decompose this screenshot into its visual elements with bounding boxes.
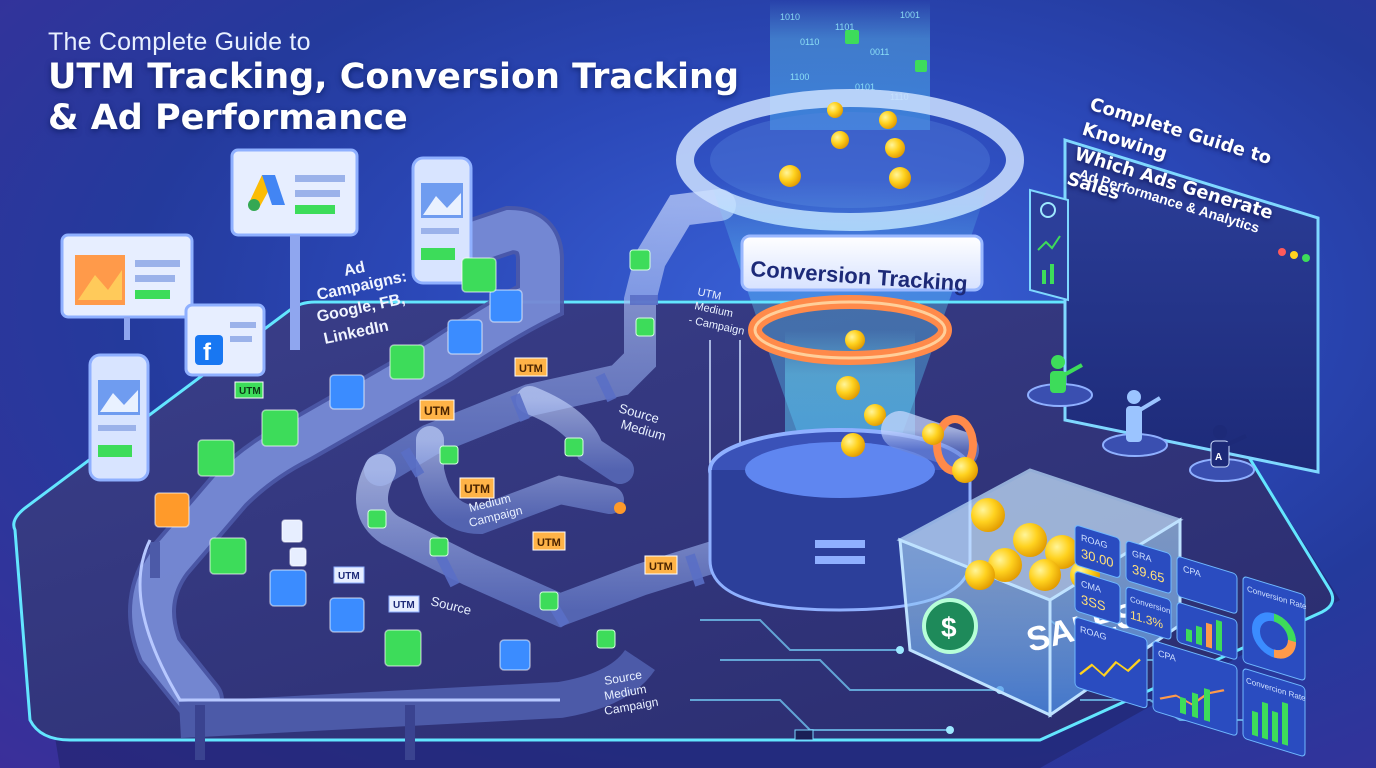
cube <box>197 439 235 477</box>
utm-tag: UTM <box>459 477 495 499</box>
utm-tags: UTM UTM UTM UTM UTM UTM <box>234 357 678 613</box>
ad-facebook-panel: f <box>184 303 266 377</box>
utm-tag: UTM <box>234 381 264 399</box>
svg-text:UTM: UTM <box>393 600 415 611</box>
cube <box>261 409 299 447</box>
cube <box>384 629 422 667</box>
analyst-figures: A <box>1027 355 1255 482</box>
dollar-icon <box>922 598 978 654</box>
mini-card <box>281 519 303 543</box>
utm-pipes <box>356 189 786 649</box>
campaigns-line1: Ad <box>342 259 366 280</box>
cube <box>209 537 247 575</box>
headline-pretitle: The Complete Guide to <box>48 28 311 56</box>
svg-text:UTM: UTM <box>649 561 673 573</box>
label-source: Source <box>603 668 643 688</box>
cube <box>489 289 523 323</box>
svg-text:1001: 1001 <box>900 10 920 20</box>
cube <box>389 344 425 380</box>
svg-text:UTM: UTM <box>537 537 561 549</box>
svg-text:f: f <box>203 339 212 366</box>
utm-tag: UTM <box>388 595 420 613</box>
headline: The Complete Guide to UTM Tracking, Conv… <box>48 28 739 139</box>
headline-title-line2: & Ad Performance <box>48 98 408 138</box>
svg-text:0101: 0101 <box>855 82 875 92</box>
svg-text:1010: 1010 <box>780 12 800 22</box>
utm-tag: UTM <box>514 357 548 377</box>
refresh-icon <box>1040 202 1056 218</box>
svg-text:A: A <box>1215 452 1222 463</box>
utm-tag: UTM <box>419 399 455 421</box>
trend-icon <box>1037 235 1061 251</box>
label-utm: UTM <box>696 286 722 303</box>
conveyor-belt <box>128 205 655 760</box>
cube <box>499 639 531 671</box>
cube <box>154 492 190 528</box>
ad-phone-right <box>411 156 473 285</box>
cube <box>329 374 365 410</box>
cube <box>329 597 365 633</box>
cube <box>447 319 483 355</box>
dashboard-grid: ROAG 30.00 GRA 39.65 CPA CMA 3SS Convers… <box>1074 525 1307 757</box>
coins <box>779 102 911 457</box>
utm-tag: UTM <box>532 531 566 551</box>
bars-icon <box>1042 270 1046 284</box>
ad-billboard-image <box>60 233 194 340</box>
svg-text:1101: 1101 <box>835 22 854 32</box>
svg-text:UTM: UTM <box>239 386 261 397</box>
analytics-dashboard: Ad Performance & Analytics ROAG 30.00 GR… <box>1029 137 1320 757</box>
ad-phone-left <box>88 353 150 482</box>
svg-text:UTM: UTM <box>519 363 543 375</box>
cube <box>269 569 307 607</box>
utm-tag: UTM <box>644 555 678 575</box>
mini-card <box>289 547 307 567</box>
svg-text:1100: 1100 <box>790 72 809 82</box>
headline-title-line1: UTM Tracking, Conversion Tracking <box>48 57 740 97</box>
svg-text:0011: 0011 <box>870 47 889 57</box>
svg-text:UTM: UTM <box>424 404 450 418</box>
svg-text:UTM: UTM <box>464 482 490 496</box>
ad-billboard-google <box>230 148 359 350</box>
utm-tag: UTM <box>333 566 365 584</box>
dollar-sign: $ <box>941 612 957 643</box>
data-cubes <box>154 257 531 671</box>
cube <box>461 257 497 293</box>
svg-text:0110: 0110 <box>800 37 819 47</box>
svg-text:UTM: UTM <box>338 571 360 582</box>
